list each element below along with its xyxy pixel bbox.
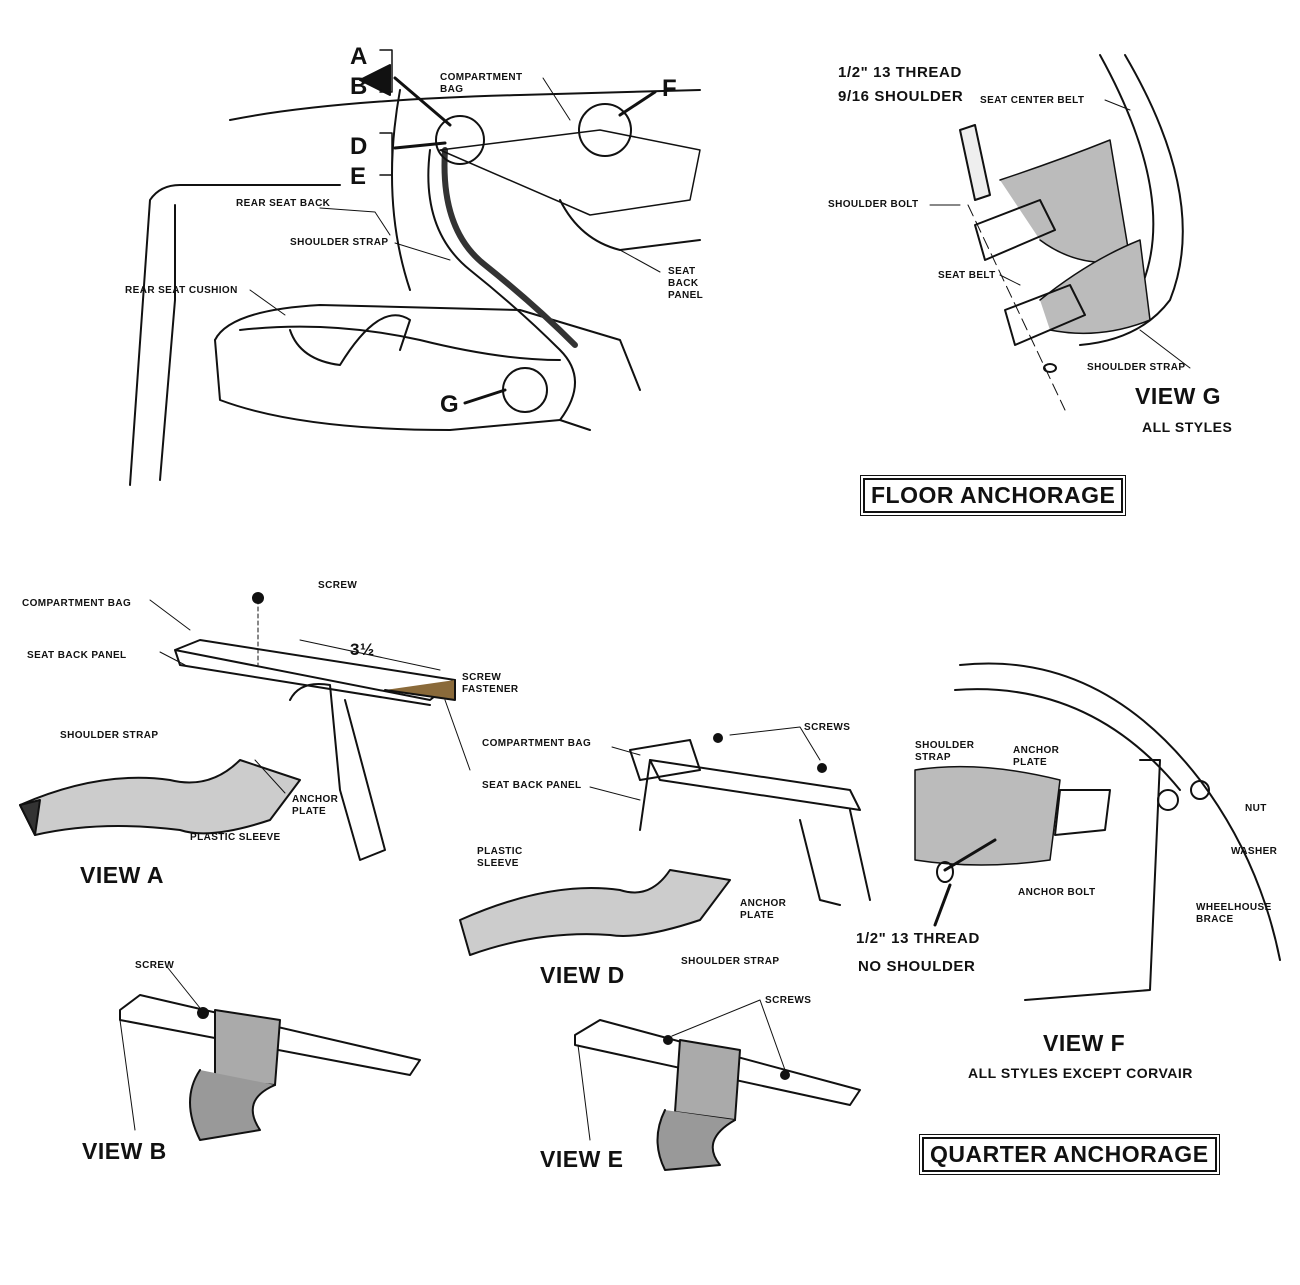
label-line: ANCHOR bbox=[740, 898, 787, 909]
anchor-bolt-label: ANCHOR BOLT bbox=[1018, 887, 1096, 898]
rear-seat-cushion-label: REAR SEAT CUSHION bbox=[125, 285, 238, 296]
view-d-compartment-bag-label: COMPARTMENT BAG bbox=[482, 738, 592, 749]
label-line: PLATE bbox=[1013, 757, 1048, 768]
nut-label: NUT bbox=[1245, 803, 1267, 814]
view-a-compartment-bag-label: COMPARTMENT BAG bbox=[22, 598, 132, 609]
shoulder-strap-label: SHOULDER STRAP bbox=[290, 237, 389, 248]
view-f-thread: 1/2" 13 THREAD bbox=[856, 930, 980, 947]
view-g-subtitle: ALL STYLES bbox=[1142, 419, 1233, 435]
callout-d: D bbox=[350, 133, 368, 160]
view-a-shoulder-strap-label: SHOULDER STRAP bbox=[60, 730, 159, 741]
seat-center-belt-label: SEAT CENTER BELT bbox=[980, 95, 1085, 106]
view-e-drawing bbox=[574, 999, 861, 1171]
view-e-screws-label: SCREWS bbox=[765, 995, 812, 1006]
view-g-drawing bbox=[929, 54, 1191, 411]
view-d-shoulder-strap-label: SHOULDER STRAP bbox=[681, 956, 780, 967]
view-f-shoulder-spec: NO SHOULDER bbox=[858, 958, 976, 975]
dimension-label: 3½ bbox=[350, 640, 375, 659]
label-line: SHOULDER bbox=[915, 740, 975, 751]
label-line: BAG bbox=[440, 84, 464, 95]
shoulder-bolt-label: SHOULDER BOLT bbox=[828, 199, 919, 210]
view-a-plastic-sleeve-label: PLASTIC SLEEVE bbox=[190, 832, 281, 843]
view-d-title: VIEW D bbox=[540, 962, 625, 988]
label-line: SLEEVE bbox=[477, 858, 519, 869]
label-line: PLATE bbox=[292, 806, 327, 817]
label-line: COMPARTMENT bbox=[440, 72, 523, 83]
view-a-title: VIEW A bbox=[80, 862, 164, 888]
floor-anchorage-heading: FLOOR ANCHORAGE bbox=[859, 475, 1127, 516]
view-f-title: VIEW F bbox=[1043, 1030, 1126, 1056]
label-line: BACK bbox=[668, 278, 699, 289]
label-line: STRAP bbox=[915, 752, 951, 763]
label-line: ANCHOR bbox=[1013, 745, 1060, 756]
view-g-shoulder-strap-label: SHOULDER STRAP bbox=[1087, 362, 1186, 373]
view-d-screws-label: SCREWS bbox=[804, 722, 851, 733]
view-d-seat-back-panel-label: SEAT BACK PANEL bbox=[482, 780, 582, 791]
view-g-title: VIEW G bbox=[1135, 383, 1222, 409]
callout-a: A bbox=[350, 43, 368, 70]
view-f-drawing bbox=[914, 662, 1281, 1001]
label-line: PLASTIC bbox=[477, 846, 523, 857]
label-line: ANCHOR bbox=[292, 794, 339, 805]
callout-b: B bbox=[350, 73, 368, 100]
view-a-screw-label: SCREW bbox=[318, 580, 358, 591]
view-f-subtitle: ALL STYLES EXCEPT CORVAIR bbox=[968, 1065, 1193, 1081]
view-e-title: VIEW E bbox=[540, 1146, 624, 1172]
view-d-drawing bbox=[459, 726, 871, 956]
rear-seat-back-label: REAR SEAT BACK bbox=[236, 198, 331, 209]
view-a-seat-back-panel-label: SEAT BACK PANEL bbox=[27, 650, 127, 661]
callout-f: F bbox=[662, 75, 677, 102]
view-b-title: VIEW B bbox=[82, 1138, 167, 1164]
main-view-drawing bbox=[129, 49, 701, 486]
washer-label: WASHER bbox=[1231, 846, 1278, 857]
label-line: FASTENER bbox=[462, 684, 519, 695]
view-g-shoulder-spec: 9/16 SHOULDER bbox=[838, 88, 964, 105]
label-line: PLATE bbox=[740, 910, 775, 921]
label-line: SCREW bbox=[462, 672, 502, 683]
view-b-screw-label: SCREW bbox=[135, 960, 175, 971]
label-line: BRACE bbox=[1196, 914, 1234, 925]
view-b-drawing bbox=[119, 967, 421, 1141]
quarter-anchorage-heading: QUARTER ANCHORAGE bbox=[919, 1134, 1220, 1175]
label-line: WHEELHOUSE bbox=[1196, 902, 1272, 913]
callout-g: G bbox=[440, 391, 459, 418]
label-line: PANEL bbox=[668, 290, 704, 301]
seat-belt-label: SEAT BELT bbox=[938, 270, 996, 281]
callout-e: E bbox=[350, 163, 367, 190]
view-g-thread: 1/2" 13 THREAD bbox=[838, 64, 962, 81]
label-line: SEAT bbox=[668, 266, 696, 277]
view-a-drawing bbox=[19, 592, 471, 861]
